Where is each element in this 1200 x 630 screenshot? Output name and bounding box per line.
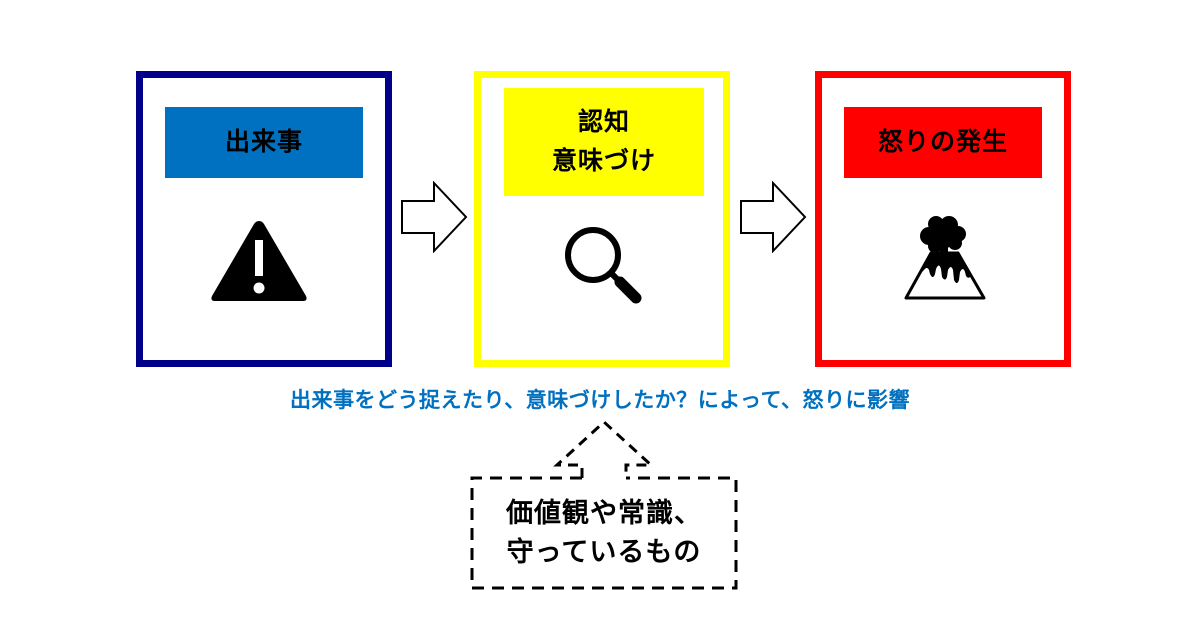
note-box: 価値観や常識、 守っているもの bbox=[472, 478, 736, 588]
step-event-title: 出来事 bbox=[224, 127, 303, 157]
step-cognition-label: 認知 意味づけ bbox=[504, 88, 704, 196]
right-arrow-icon bbox=[740, 181, 807, 253]
warning-icon bbox=[211, 221, 307, 301]
search-icon bbox=[565, 227, 642, 304]
step-anger-label: 怒りの発生 bbox=[844, 107, 1042, 178]
step-event-label: 出来事 bbox=[165, 107, 363, 178]
note-line2: 守っているもの bbox=[506, 537, 702, 568]
summary-text: 出来事をどう捉えたり、意味づけしたか？によって、怒りに影響 bbox=[290, 388, 910, 412]
dashed-note-border bbox=[470, 476, 738, 590]
step-cognition-title-line2: 意味づけ bbox=[551, 146, 656, 175]
volcano-icon bbox=[904, 216, 986, 300]
dashed-callout-arrow bbox=[553, 419, 655, 478]
right-arrow-icon bbox=[401, 181, 468, 253]
step-cognition-title-line1: 認知 bbox=[577, 107, 630, 137]
step-anger-title: 怒りの発生 bbox=[877, 127, 1008, 157]
note-line1: 価値観や常識、 bbox=[506, 497, 702, 529]
